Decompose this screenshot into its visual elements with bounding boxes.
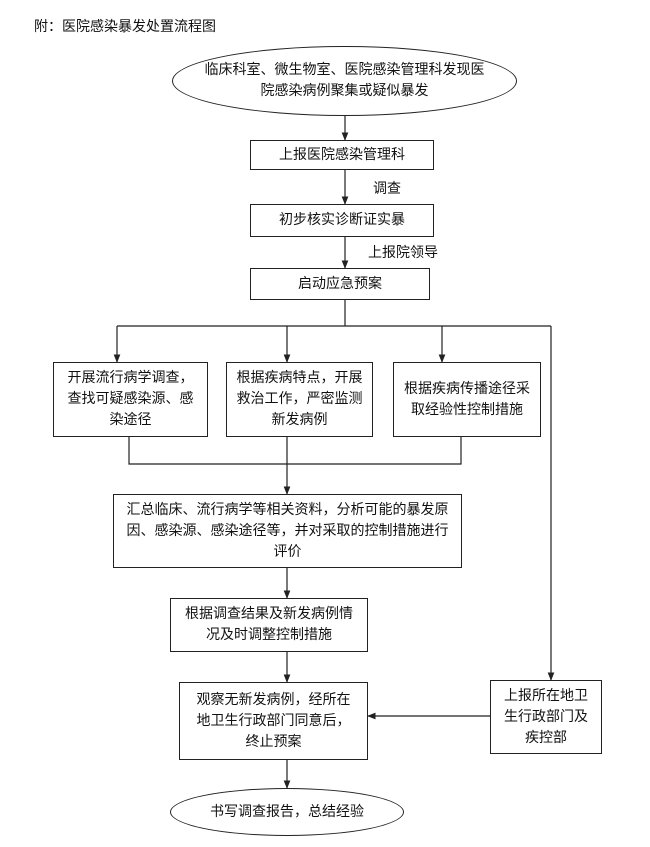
report-gov-node: 上报所在地卫生行政部门及疾控部 <box>490 680 602 754</box>
report-dept-text: 上报医院感染管理科 <box>279 146 405 163</box>
summarize-text: 汇总临床、流行病学等相关资料，分析可能的暴发原因、感染源、感染途径等，并对采取的… <box>126 501 449 560</box>
report-dept-node: 上报医院感染管理科 <box>250 140 434 170</box>
treatment-node: 根据疾病特点，开展救治工作，严密监测新发病例 <box>226 362 373 437</box>
activate-text: 启动应急预案 <box>298 275 382 292</box>
edge-label-report-leader: 上报院领导 <box>368 245 438 261</box>
report-gov-text: 上报所在地卫生行政部门及疾控部 <box>504 687 588 746</box>
start-node: 临床科室、微生物室、医院感染管理科发现医院感染病例聚集或疑似暴发 <box>172 46 517 116</box>
epi-investigation-node: 开展流行病学调查，查找可疑感染源、感染途径 <box>53 362 208 437</box>
adjust-text: 根据调查结果及新发病例情况及时调整控制措施 <box>185 606 353 643</box>
control-text: 根据疾病传播途径采取经验性控制措施 <box>404 380 530 418</box>
end-text: 书写调查报告，总结经验 <box>210 803 364 820</box>
verify-node: 初步核实诊断证实暴 <box>250 204 434 237</box>
start-node-text: 临床科室、微生物室、医院感染管理科发现医院感染病例聚集或疑似暴发 <box>204 62 485 99</box>
activate-node: 启动应急预案 <box>250 268 430 300</box>
control-node: 根据疾病传播途径采取经验性控制措施 <box>393 362 541 437</box>
page-title: 附：医院感染暴发处置流程图 <box>34 19 216 35</box>
treatment-text: 根据疾病特点，开展救治工作，严密监测新发病例 <box>236 370 363 428</box>
verify-text: 初步核实诊断证实暴 <box>279 212 405 228</box>
adjust-node: 根据调查结果及新发病例情况及时调整控制措施 <box>170 598 368 652</box>
observe-text: 观察无新发病例，经所在地卫生行政部门同意后，终止预案 <box>196 691 351 750</box>
end-node: 书写调查报告，总结经验 <box>170 788 404 836</box>
observe-node: 观察无新发病例，经所在地卫生行政部门同意后，终止预案 <box>179 682 368 760</box>
epi-investigation-text: 开展流行病学调查，查找可疑感染源、感染途径 <box>67 370 194 428</box>
line-merge <box>128 437 462 465</box>
summarize-node: 汇总临床、流行病学等相关资料，分析可能的暴发原因、感染源、感染途径等，并对采取的… <box>113 494 462 568</box>
edge-label-investigate: 调查 <box>373 181 401 197</box>
